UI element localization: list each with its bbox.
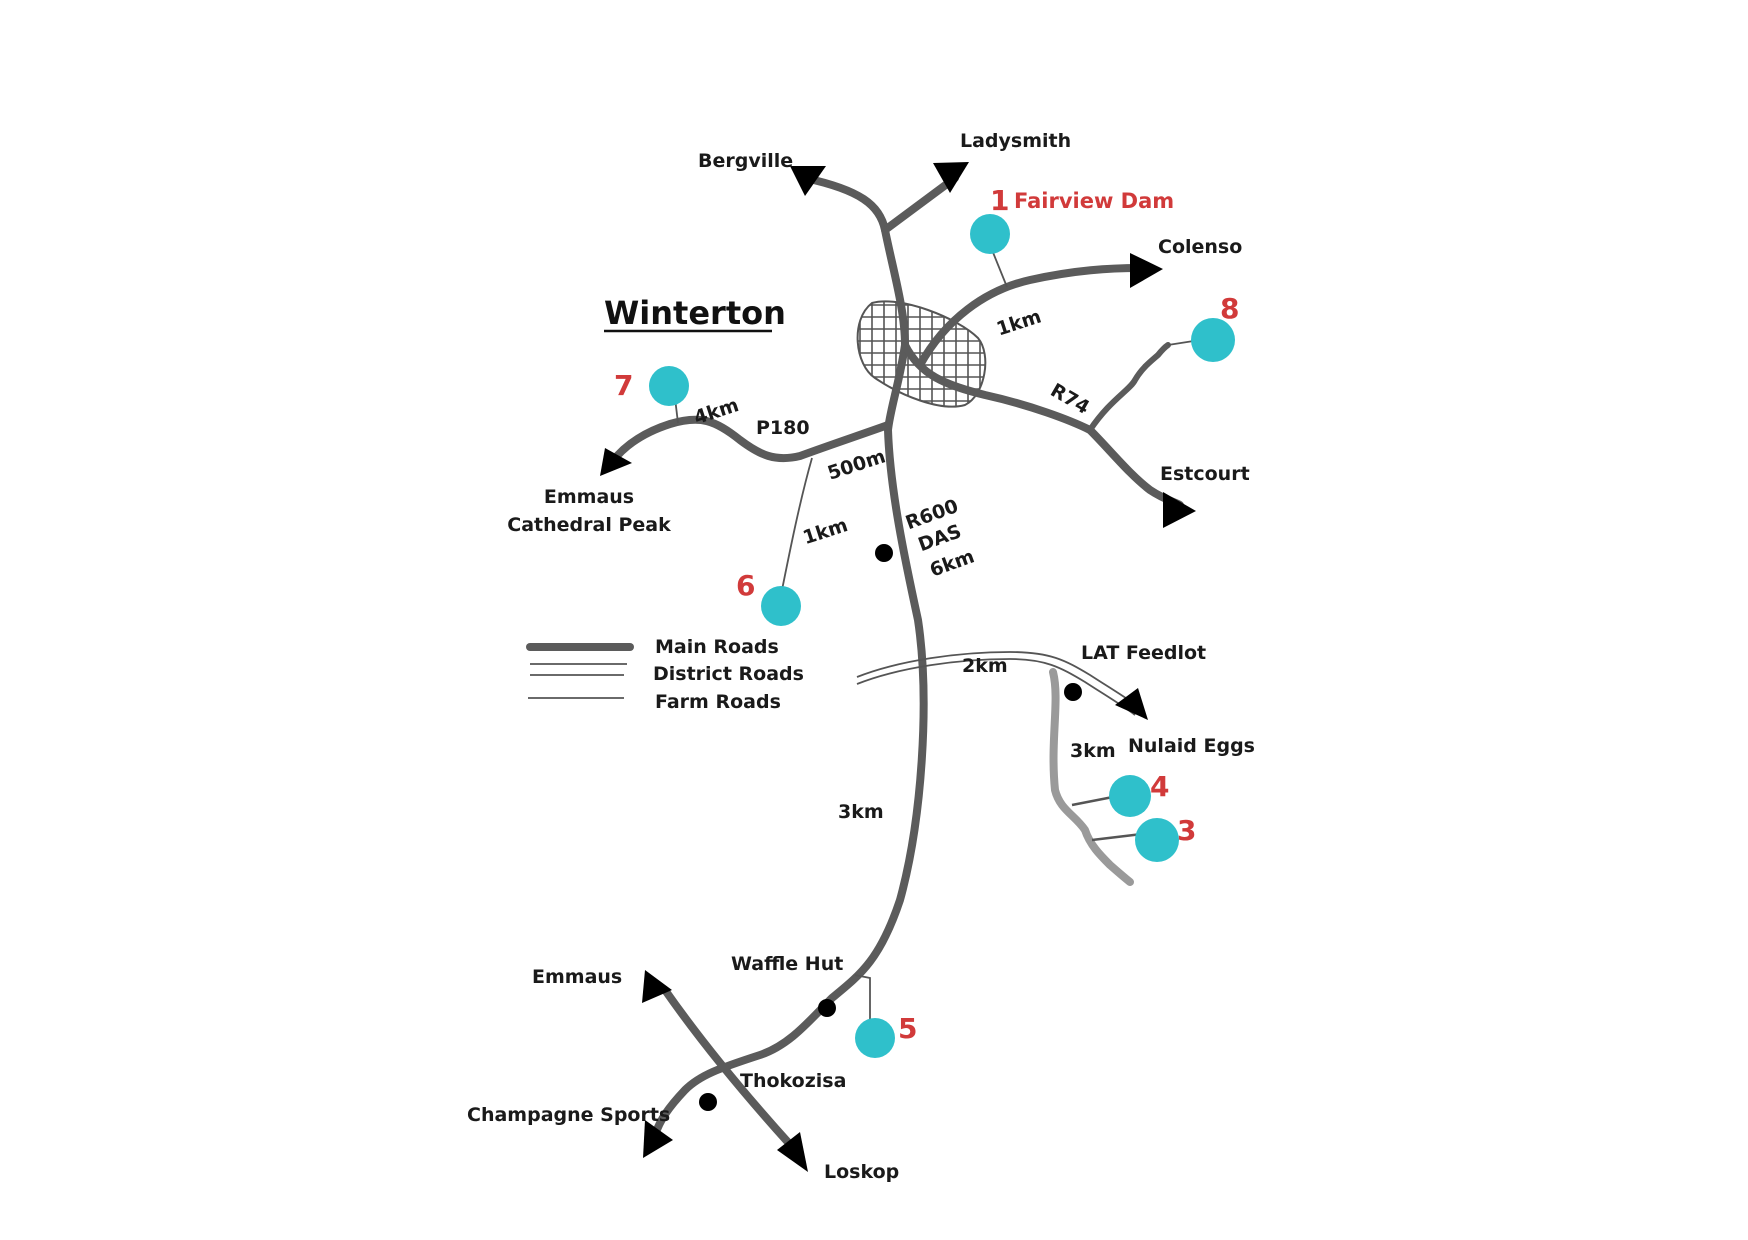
district-road [856, 651, 1141, 716]
site-4-marker[interactable] [1109, 775, 1151, 817]
road-to-colenso [916, 264, 1144, 369]
label-dist-2km: 2km [962, 655, 1008, 677]
site-4-number: 4 [1150, 770, 1169, 803]
site-5-marker[interactable] [855, 1018, 895, 1058]
road-emmaus-loskop [661, 986, 799, 1154]
town-area [856, 300, 987, 408]
site-6[interactable]: 6 [736, 569, 801, 626]
label-bergville: Bergville [698, 150, 793, 172]
site-3-number: 3 [1177, 814, 1196, 847]
label-dist-3km-feedlot: 3km [1070, 740, 1116, 762]
label-loskop: Loskop [824, 1161, 899, 1183]
legend-main-roads-label: Main Roads [655, 636, 779, 658]
road-feedlot-spur [1049, 668, 1134, 886]
farm-road-site-6 [780, 457, 813, 596]
site-1-marker[interactable] [970, 214, 1010, 254]
site-6-number: 6 [736, 569, 755, 602]
arrow-emmaus-south-icon [642, 970, 672, 1003]
label-dist-1km-site6: 1km [800, 514, 850, 549]
site-8-marker[interactable] [1191, 318, 1235, 362]
label-emmaus-south: Emmaus [532, 966, 622, 988]
site-1[interactable]: 1 Fairview Dam [970, 184, 1174, 254]
arrow-champagne-icon [643, 1120, 673, 1158]
label-dist-500m: 500m [825, 445, 888, 484]
farm-road-site-5 [854, 974, 871, 1025]
label-estcourt: Estcourt [1160, 463, 1250, 485]
label-thokozisa: Thokozisa [740, 1070, 846, 1092]
label-emmaus-cathedral-2: Cathedral Peak [507, 514, 671, 536]
site-3-marker[interactable] [1135, 818, 1179, 862]
legend-farm-roads-label: Farm Roads [655, 691, 781, 713]
label-p180: P180 [756, 417, 810, 439]
legend: Main Roads District Roads Farm Roads [526, 636, 804, 713]
road-to-site-8 [1087, 342, 1171, 433]
arrow-nulaid-icon [1115, 688, 1148, 720]
arrow-loskop-icon [777, 1132, 808, 1172]
arrow-colenso-icon [1130, 253, 1163, 288]
site-4[interactable]: 4 [1109, 770, 1169, 817]
arrow-estcourt-icon [1163, 492, 1196, 528]
site-7[interactable]: 7 [614, 366, 689, 406]
arrow-emmaus-cathedral-icon [600, 448, 632, 476]
site-1-number: 1 [990, 184, 1009, 217]
site-5[interactable]: 5 [855, 1012, 917, 1058]
site-8[interactable]: 8 [1191, 292, 1239, 362]
label-emmaus-cathedral-1: Emmaus [544, 486, 634, 508]
arrow-ladysmith-icon [933, 162, 969, 193]
label-colenso: Colenso [1158, 236, 1242, 258]
farm-road-site-3 [1091, 832, 1143, 842]
landmark-thokozisa-dot [699, 1093, 717, 1111]
road-to-bergville [801, 174, 889, 234]
site-6-marker[interactable] [761, 586, 801, 626]
site-7-number: 7 [614, 369, 633, 402]
arrow-bergville-icon [790, 166, 826, 196]
map-title: Winterton [604, 294, 786, 332]
legend-district-roads-label: District Roads [653, 663, 804, 685]
label-waffle-hut: Waffle Hut [731, 953, 843, 975]
legend-district-road-swatch [530, 663, 627, 676]
label-dist-1km-colenso: 1km [994, 305, 1044, 340]
site-5-number: 5 [898, 1012, 917, 1045]
label-champagne-sports: Champagne Sports [467, 1104, 670, 1126]
site-3[interactable]: 3 [1135, 814, 1196, 862]
label-ladysmith: Ladysmith [960, 130, 1071, 152]
road-r74 [901, 341, 1184, 509]
site-8-number: 8 [1220, 292, 1239, 325]
site-7-marker[interactable] [649, 366, 689, 406]
landmark-lat-feedlot-dot [1064, 683, 1082, 701]
landmark-waffle-hut-dot [818, 999, 836, 1017]
road-r600-main [651, 226, 928, 1139]
landmark-das-dot [875, 544, 893, 562]
road-to-ladysmith [881, 174, 959, 234]
label-dist-3km-main: 3km [838, 801, 884, 823]
label-lat-feedlot: LAT Feedlot [1081, 642, 1206, 664]
road-p180 [608, 415, 892, 466]
site-1-name: Fairview Dam [1014, 189, 1174, 213]
label-nulaid-eggs: Nulaid Eggs [1128, 735, 1255, 757]
